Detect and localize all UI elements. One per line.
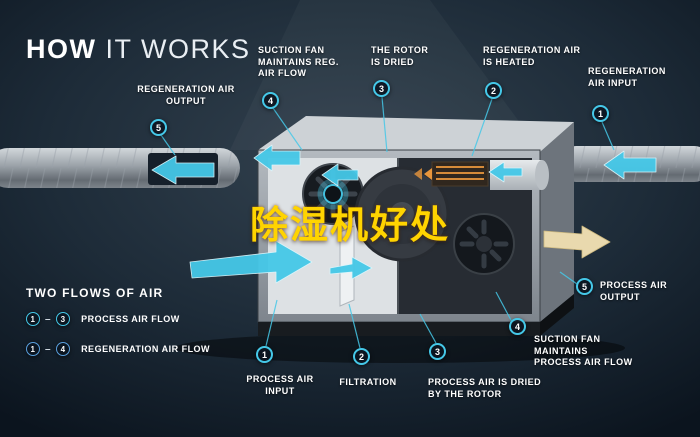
callout-process-input-label: PROCESS AIR INPUT bbox=[246, 374, 314, 396]
callout-regen-input-label: REGENERATION AIR INPUT bbox=[588, 66, 666, 88]
callout-process-output-badge: 5 bbox=[576, 278, 593, 295]
heater-element bbox=[414, 161, 489, 187]
callout-process-output-label: PROCESS AIR OUTPUT bbox=[600, 280, 668, 302]
ground-shadow bbox=[175, 333, 625, 363]
regen-input-arrow bbox=[603, 150, 657, 180]
legend-process-label: PROCESS AIR FLOW bbox=[81, 314, 180, 324]
legend-regen-start-badge: 1 bbox=[26, 342, 40, 356]
callout-regen-heated-badge: 2 bbox=[485, 82, 502, 99]
legend-regen-label: REGENERATION AIR FLOW bbox=[81, 344, 211, 354]
dehumidifier-unit bbox=[257, 116, 574, 336]
regen-internal-arrow bbox=[321, 163, 359, 187]
title-bold: HOW bbox=[26, 34, 97, 65]
callout-regen-heated-label: REGENERATION AIR IS HEATED bbox=[483, 45, 581, 67]
legend-row-regeneration: 1 – 4 REGENERATION AIR FLOW bbox=[26, 342, 210, 356]
rotor-wheel bbox=[354, 166, 450, 262]
regen-exit-arrow bbox=[253, 144, 301, 172]
callout-filtration-label: FILTRATION bbox=[339, 377, 397, 387]
process-internal-arrow bbox=[329, 256, 373, 280]
callout-rotor-dried-badge: 3 bbox=[373, 80, 390, 97]
regen-duct-arrow bbox=[488, 161, 523, 183]
leader-lines bbox=[160, 96, 615, 349]
overlay-caption: 除湿机好处 bbox=[249, 203, 450, 247]
callout-filtration-badge: 2 bbox=[353, 348, 370, 365]
callout-suction-fan-process-label: SUCTION FAN MAINTAINS PROCESS AIR FLOW bbox=[534, 334, 633, 368]
legend-title: TWO FLOWS OF AIR bbox=[26, 286, 164, 300]
legend-row-process: 1 – 3 PROCESS AIR FLOW bbox=[26, 312, 180, 326]
callout-process-dried-badge: 3 bbox=[429, 343, 446, 360]
legend-regen-dash: – bbox=[45, 343, 52, 355]
process-input-arrow bbox=[189, 240, 313, 284]
title-light: IT WORKS bbox=[105, 34, 251, 65]
callout-rotor-dried-label: THE ROTOR IS DRIED bbox=[371, 45, 429, 67]
callout-regen-output-badge: 5 bbox=[150, 119, 167, 136]
callout-regen-input-badge: 1 bbox=[592, 105, 609, 122]
callout-regen-output-label: REGENERATION AIR OUTPUT bbox=[137, 84, 235, 106]
legend-process-end-badge: 3 bbox=[56, 312, 71, 326]
legend-process-dash: – bbox=[45, 313, 52, 325]
process-output-arrow bbox=[543, 225, 611, 259]
callout-suction-fan-reg-badge: 4 bbox=[262, 92, 279, 109]
legend-process-start-badge: 1 bbox=[26, 312, 40, 326]
airflow-arrows bbox=[151, 144, 657, 284]
callout-process-dried-label: PROCESS AIR IS DRIED BY THE ROTOR bbox=[428, 377, 542, 399]
callout-suction-fan-process-badge: 4 bbox=[509, 318, 526, 335]
page-title: HOW IT WORKS bbox=[26, 34, 251, 65]
legend-regen-end-badge: 4 bbox=[56, 342, 71, 356]
regen-output-arrow bbox=[151, 155, 215, 185]
process-fan bbox=[453, 213, 515, 275]
callout-suction-fan-reg-label: SUCTION FAN MAINTAINS REG. AIR FLOW bbox=[258, 45, 339, 79]
callout-process-input-badge: 1 bbox=[256, 346, 273, 363]
